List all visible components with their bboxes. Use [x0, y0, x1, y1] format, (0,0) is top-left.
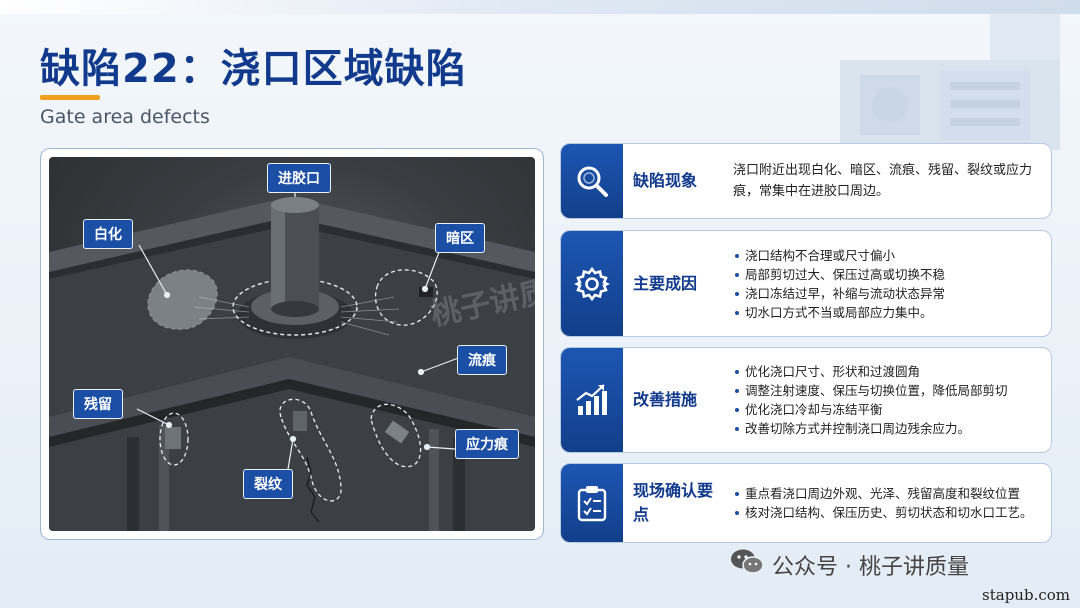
- card-main-causes: 主要成因 浇口结构不合理或尺寸偏小 局部剪切过大、保压过高或切换不稳 浇口冻结过…: [560, 230, 1052, 337]
- label-flow-mark: 流痕: [457, 345, 507, 375]
- list-item: 重点看浇口周边外观、光泽、残留高度和裂纹位置: [733, 484, 1043, 503]
- account-name: 公众号 · 桃子讲质量: [772, 555, 969, 580]
- card-text: 浇口附近出现白化、暗区、流痕、残留、裂纹或应力痕，常集中在进胶口周边。: [733, 163, 1033, 199]
- label-crack: 裂纹: [243, 469, 293, 499]
- cause-list: 浇口结构不合理或尺寸偏小 局部剪切过大、保压过高或切换不稳 浇口冻结过早，补缩与…: [733, 246, 1043, 322]
- title-underline: [40, 95, 100, 100]
- measure-list: 优化浇口尺寸、形状和过渡圆角 调整注射速度、保压与切换位置，降低局部剪切 优化浇…: [733, 362, 1043, 438]
- label-residue: 残留: [73, 389, 123, 419]
- card-title: 缺陷现象: [633, 171, 698, 190]
- card-improvement-measures: 改善措施 优化浇口尺寸、形状和过渡圆角 调整注射速度、保压与切换位置，降低局部剪…: [560, 347, 1052, 453]
- label-stress-mark: 应力痕: [455, 429, 519, 459]
- site-watermark: stapub.com: [982, 586, 1070, 604]
- list-item: 核对浇口结构、保压历史、剪切状态和切水口工艺。: [733, 503, 1043, 522]
- chart-up-icon: [561, 348, 623, 452]
- part-illustration: [49, 187, 535, 531]
- label-gate: 进胶口: [267, 163, 331, 193]
- machine-background-image: [840, 0, 1060, 150]
- page-title: 缺陷22：浇口区域缺陷: [40, 46, 467, 92]
- list-item: 优化浇口冷却与冻结平衡: [733, 400, 1043, 419]
- gate-part-photo: 进胶口 白化 暗区 流痕 残留 裂纹 应力痕 桃子讲质量: [49, 157, 535, 531]
- defect-photo-panel: 进胶口 白化 暗区 流痕 残留 裂纹 应力痕 桃子讲质量: [40, 148, 544, 540]
- checkpoint-list: 重点看浇口周边外观、光泽、残留高度和裂纹位置 核对浇口结构、保压历史、剪切状态和…: [733, 484, 1043, 522]
- wechat-icon: [730, 548, 764, 582]
- list-item: 优化浇口尺寸、形状和过渡圆角: [733, 362, 1043, 381]
- list-item: 调整注射速度、保压与切换位置，降低局部剪切: [733, 381, 1043, 400]
- label-whitening: 白化: [83, 219, 133, 249]
- card-onsite-checkpoints: 现场确认要点 重点看浇口周边外观、光泽、残留高度和裂纹位置 核对浇口结构、保压历…: [560, 463, 1052, 543]
- search-icon: [561, 144, 623, 218]
- list-item: 浇口冻结过早，补缩与流动状态异常: [733, 284, 1043, 303]
- clipboard-check-icon: [561, 464, 623, 542]
- card-title: 改善措施: [633, 390, 698, 409]
- list-item: 切水口方式不当或局部应力集中。: [733, 303, 1043, 322]
- footer-account: 公众号 · 桃子讲质量: [730, 548, 969, 582]
- label-dark-zone: 暗区: [435, 223, 485, 253]
- top-stripe: [0, 0, 1080, 14]
- card-title: 现场确认要点: [633, 481, 714, 524]
- card-defect-phenomenon: 缺陷现象 浇口附近出现白化、暗区、流痕、残留、裂纹或应力痕，常集中在进胶口周边。: [560, 143, 1052, 219]
- list-item: 浇口结构不合理或尺寸偏小: [733, 246, 1043, 265]
- list-item: 改善切除方式并控制浇口周边残余应力。: [733, 419, 1043, 438]
- page-subtitle: Gate area defects: [40, 106, 210, 128]
- gear-icon: [561, 231, 623, 336]
- card-title: 主要成因: [633, 273, 698, 293]
- list-item: 局部剪切过大、保压过高或切换不稳: [733, 265, 1043, 284]
